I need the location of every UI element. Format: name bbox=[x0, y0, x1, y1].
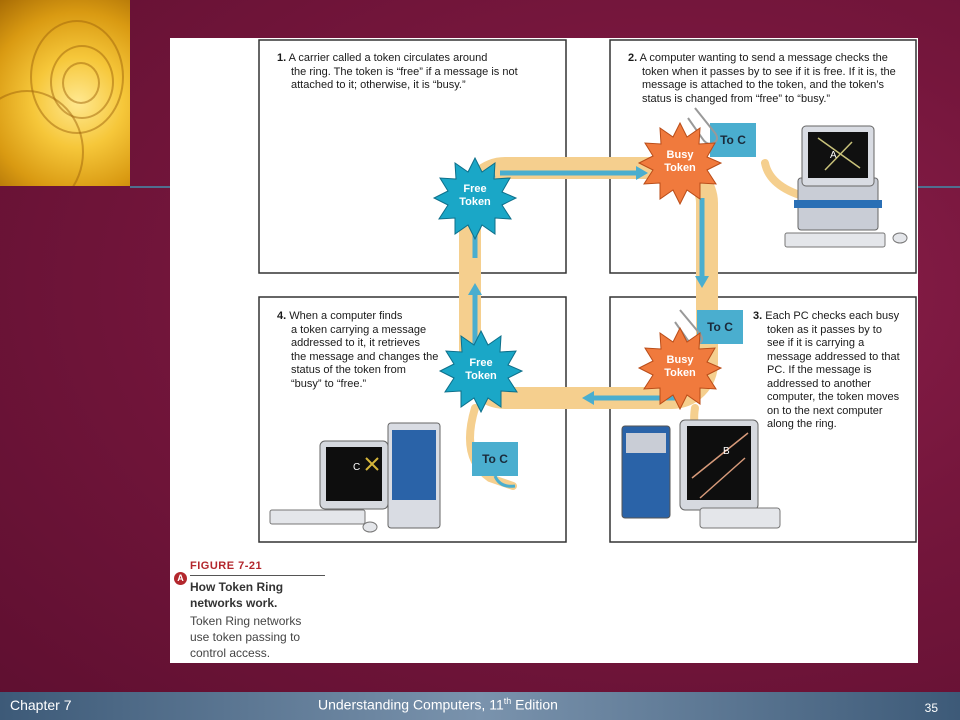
page-number: 35 bbox=[924, 701, 938, 715]
rose-photo bbox=[0, 0, 130, 186]
computer-a bbox=[784, 125, 908, 248]
figure-title: How Token Ring networks work. bbox=[190, 580, 284, 610]
step-4-text: 4. When a computer finds a token carryin… bbox=[277, 310, 439, 390]
caption-mark-icon: A bbox=[174, 572, 187, 585]
caption-rule bbox=[190, 575, 325, 576]
step-1-text: 1. A carrier called a token circulates a… bbox=[277, 52, 518, 91]
free-token-top bbox=[432, 156, 518, 241]
computer-b bbox=[621, 419, 781, 529]
slide-footer: Chapter 7 Understanding Computers, 11th … bbox=[0, 692, 960, 720]
diagram-canvas bbox=[258, 39, 917, 543]
tag-bottom bbox=[472, 442, 518, 488]
tag-right bbox=[697, 310, 743, 344]
tag-right-label: To C bbox=[707, 320, 733, 334]
computer-c bbox=[269, 422, 441, 533]
free-token-bottom bbox=[438, 329, 524, 414]
computer-c-label: C bbox=[353, 462, 361, 473]
busy-token-top bbox=[637, 121, 723, 206]
book-title: Understanding Computers, 11th Edition bbox=[318, 696, 558, 713]
step-3-text: 3. Each PC checks each busy token as it … bbox=[753, 310, 900, 430]
arrow-heads bbox=[468, 166, 709, 405]
computer-b-label: B bbox=[723, 446, 730, 457]
tag-bottom-label: To C bbox=[482, 452, 508, 466]
figure-description: Token Ring networks use token passing to… bbox=[190, 614, 302, 660]
computer-a-label: A bbox=[830, 150, 837, 161]
chapter-label: Chapter 7 bbox=[10, 697, 72, 713]
busy-token-bottom bbox=[637, 326, 723, 411]
figure-id: FIGURE 7-21 bbox=[190, 560, 263, 572]
tag-top-label: To C bbox=[720, 133, 746, 147]
step-2-text: 2. A computer wanting to send a message … bbox=[628, 52, 896, 105]
quadrant-1-frame bbox=[258, 39, 567, 274]
figure-caption: FIGURE 7-21 A How Token Ring networks wo… bbox=[174, 560, 330, 661]
